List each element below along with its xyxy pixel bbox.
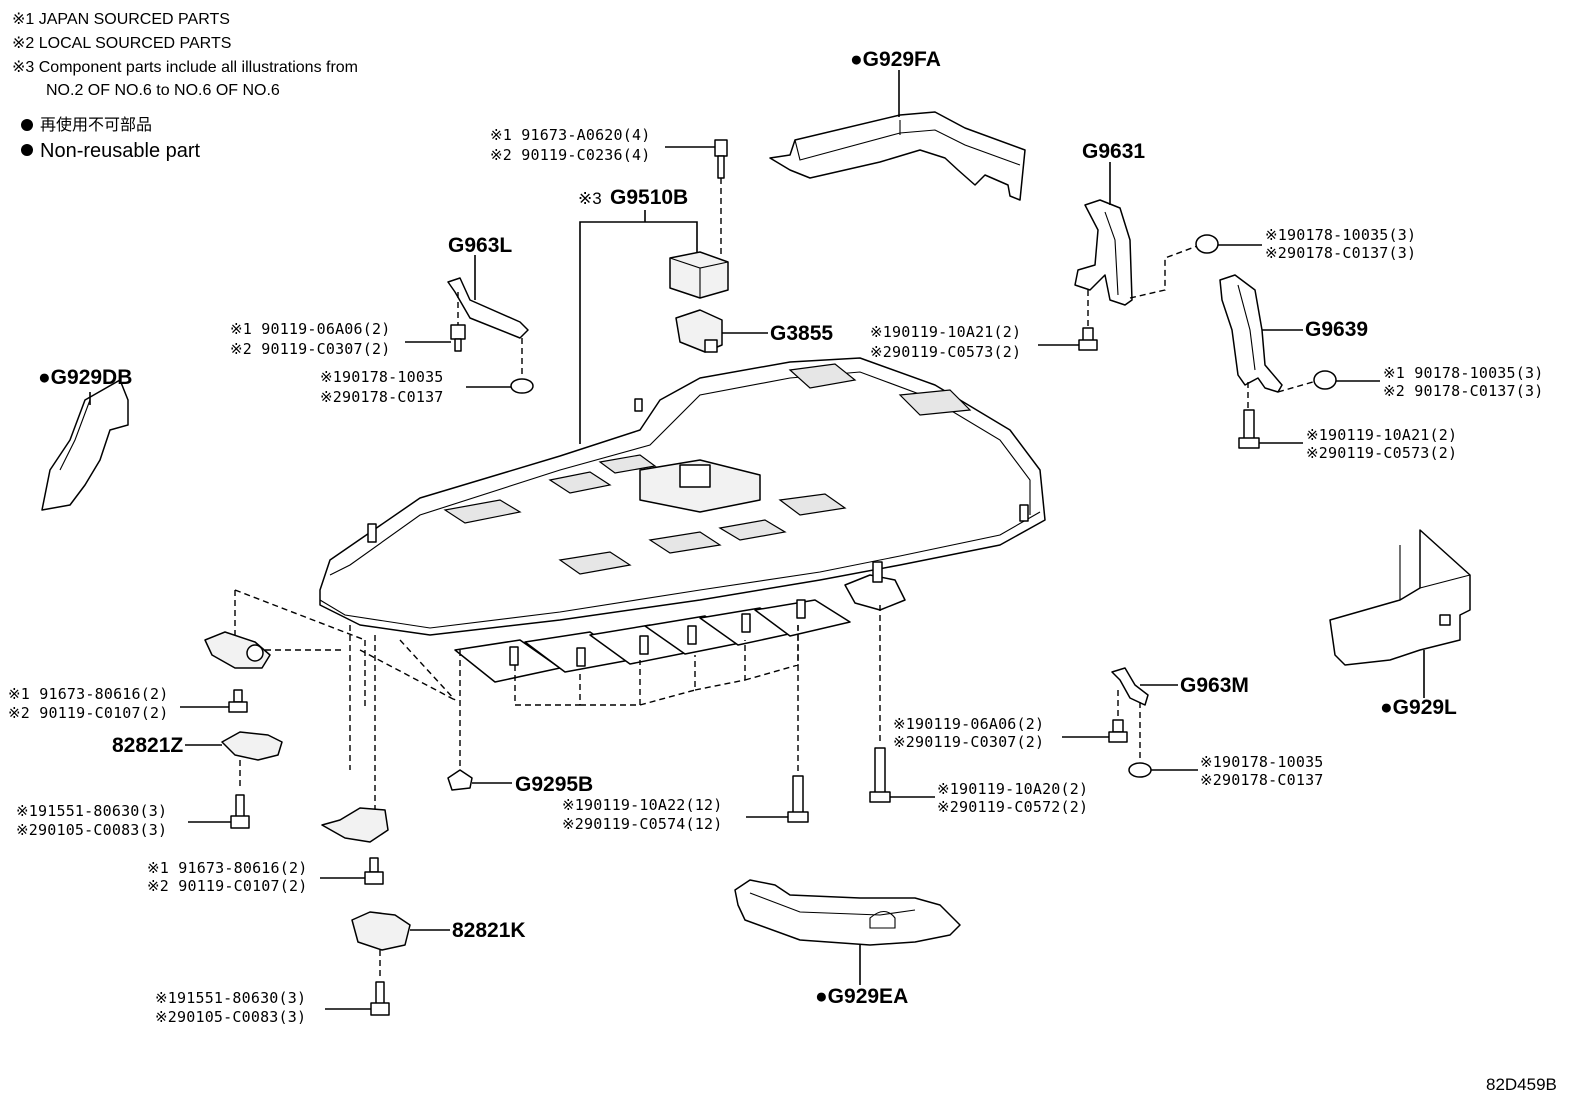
bolt-10a21-mid: ※190119-10A21(2) ※290119-C0573(2) [870,323,1098,361]
legend-jp-label: 再使用不可部品 [40,116,152,134]
battery-tray-illustration [319,357,1046,683]
part-mid-sensor: ※1 91673-80616(2) ※2 90119-C0107(2) [147,807,389,895]
part-left-sensor: ※1 91673-80616(2) ※2 90119-C0107(2) [8,631,271,722]
pn-90178-c0137-m[interactable]: ※290178-C0137 [1200,771,1324,789]
legend-dot-icon [21,119,33,131]
pn-90119-c0236[interactable]: ※2 90119-C0236(4) [490,146,650,164]
pn-90178-10035-m[interactable]: ※190178-10035 [1200,753,1324,771]
legend-dot-icon [21,144,33,156]
pn-90119-c0573-right[interactable]: ※290119-C0573(2) [1306,444,1457,462]
figure-id: 82D459B [1486,1075,1557,1094]
code-g929ea[interactable]: ●G929EA [815,985,908,1008]
part-g963l-strap: G963L ※1 90119-06A06(2) ※2 90119-C0307(2… [230,234,534,406]
code-g929l[interactable]: ●G929L [1380,696,1457,719]
bolt-10a22: ※190119-10A22(12) ※290119-C0574(12) [562,775,809,833]
pn-91673-80616-k[interactable]: ※1 91673-80616(2) [147,859,307,877]
pn-90178-c0137-l[interactable]: ※290178-C0137 [320,388,444,406]
pn-91673-80616-z[interactable]: ※1 91673-80616(2) [8,685,168,703]
pn-90119-c0574[interactable]: ※290119-C0574(12) [562,815,722,833]
note-japan-sourced: ※1 JAPAN SOURCED PARTS [12,11,230,28]
part-g9510b-group: ※3 G9510B [578,186,729,444]
pn-90119-c0573-mid[interactable]: ※290119-C0573(2) [870,343,1021,361]
bolt-10a21-right: ※190119-10A21(2) ※290119-C0573(2) [1238,409,1457,462]
pn-90119-10a21-right[interactable]: ※190119-10A21(2) [1306,426,1457,444]
code-g929db[interactable]: ●G929DB [38,366,132,389]
pn-90178-c0137-r2[interactable]: ※2 90178-C0137(3) [1383,382,1543,400]
pn-90119-06a06-m[interactable]: ※190119-06A06(2) [893,715,1044,733]
code-82821k[interactable]: 82821K [452,919,526,942]
part-g963m-strap: G963M ※190119-06A06(2) ※290119-C0307(2) … [893,667,1324,789]
dashed-guide-lines [234,589,881,980]
part-82821z-connector: 82821Z ※191551-80630(3) ※290105-C0083(3) [16,731,283,839]
pn-91551-80630-z[interactable]: ※191551-80630(3) [16,802,167,820]
code-g9295b[interactable]: G9295B [515,773,593,796]
legend-non-reusable-label: Non-reusable part [40,140,201,162]
part-g929db-cover: ●G929DB [38,366,132,511]
pn-90119-c0107-k[interactable]: ※2 90119-C0107(2) [147,877,307,895]
part-82821k-connector: 82821K ※191551-80630(3) ※290105-C0083(3) [155,911,526,1026]
code-g9631[interactable]: G9631 [1082,140,1145,163]
pn-90105-c0083-k[interactable]: ※290105-C0083(3) [155,1008,306,1026]
code-g9510b-prefix: ※3 [578,189,602,208]
pn-90105-c0083-z[interactable]: ※290105-C0083(3) [16,821,167,839]
grommet-right-top: ※190178-10035(3) ※290178-C0137(3) [1195,226,1416,262]
code-g9639[interactable]: G9639 [1305,318,1368,341]
note-component-parts: ※3 Component parts include all illustrat… [12,59,358,76]
grommet-right-mid: ※1 90178-10035(3) ※2 90178-C0137(3) [1313,364,1543,400]
part-g9631-bracket: G9631 [1074,140,1201,330]
pn-90119-10a22[interactable]: ※190119-10A22(12) [562,796,722,814]
part-g3855-sensor: G3855 [675,309,833,353]
pn-90119-c0107-z[interactable]: ※2 90119-C0107(2) [8,704,168,722]
pn-90178-10035-l[interactable]: ※190178-10035 [320,368,444,386]
bolt-a0620: ※1 91673-A0620(4) ※2 90119-C0236(4) [490,126,728,258]
pn-90119-c0307-m[interactable]: ※290119-C0307(2) [893,733,1044,751]
pn-90119-10a21-mid[interactable]: ※190119-10A21(2) [870,323,1021,341]
part-g929ea-cover: ●G929EA [734,879,961,1008]
code-g963m[interactable]: G963M [1180,674,1249,697]
pn-90119-c0572[interactable]: ※290119-C0572(2) [937,798,1088,816]
pn-90119-c0307-l[interactable]: ※2 90119-C0307(2) [230,340,390,358]
part-g9295b-clip: G9295B [447,769,593,796]
bolt-10a20: ※190119-10A20(2) ※290119-C0572(2) [869,747,1088,816]
pn-91551-80630-k[interactable]: ※191551-80630(3) [155,989,306,1007]
code-g9510b[interactable]: G9510B [610,186,688,209]
part-g929fa-cover: ●G929FA [769,48,1026,201]
pn-90178-10035-r2[interactable]: ※1 90178-10035(3) [1383,364,1543,382]
notes-block: ※1 JAPAN SOURCED PARTS ※2 LOCAL SOURCED … [12,11,358,162]
code-g963l[interactable]: G963L [448,234,512,257]
note-component-range: NO.2 OF NO.6 to NO.6 OF NO.6 [46,82,280,99]
code-g929fa[interactable]: ●G929FA [850,48,941,71]
pn-91673-a0620[interactable]: ※1 91673-A0620(4) [490,126,650,144]
note-local-sourced: ※2 LOCAL SOURCED PARTS [12,35,231,52]
part-g929l-cover: ●G929L [1329,529,1471,719]
pn-90119-10a20[interactable]: ※190119-10A20(2) [937,780,1088,798]
part-g9639-bracket: G9639 [1219,274,1368,410]
pn-90178-10035-r[interactable]: ※190178-10035(3) [1265,226,1416,244]
code-82821z[interactable]: 82821Z [112,734,183,757]
pn-90178-c0137-r[interactable]: ※290178-C0137(3) [1265,244,1416,262]
pn-90119-06a06-l[interactable]: ※1 90119-06A06(2) [230,320,390,338]
code-g3855[interactable]: G3855 [770,322,833,345]
